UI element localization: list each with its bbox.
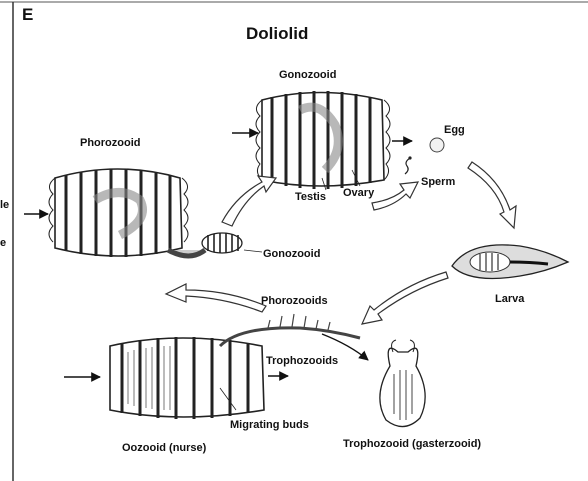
larva [452, 245, 568, 279]
label-ovary: Ovary [343, 187, 375, 199]
cycle-arrow-to-gonozooid [222, 176, 276, 226]
cycle-arrow-ovary-sperm [372, 182, 418, 210]
label-gonozooid-top: Gonozooid [279, 69, 336, 81]
phorozooid-barrel [49, 169, 188, 257]
panel-letter: E [22, 5, 33, 24]
label-testis: Testis [295, 191, 326, 203]
label-phorozooids: Phorozooids [261, 295, 328, 307]
label-migrating-buds: Migrating buds [230, 419, 309, 431]
side-fragment-1: le [0, 199, 9, 211]
label-phorozooid: Phorozooid [80, 137, 141, 149]
gonozooid-top-barrel [256, 91, 390, 189]
label-trophozooid-gasterzooid: Trophozooid (gasterzooid) [343, 438, 481, 450]
label-larva: Larva [495, 293, 525, 305]
egg-cell [430, 138, 444, 152]
label-egg: Egg [444, 124, 465, 136]
label-oozooid: Oozooid (nurse) [122, 442, 207, 454]
dorsal-spur [220, 328, 360, 346]
label-gonozooid-small: Gonozooid [263, 248, 320, 260]
trophozooid-gasterzooid [380, 340, 425, 427]
cycle-arrow-to-larva [468, 162, 516, 228]
gonozooid-small [202, 233, 242, 253]
cycle-arrow-to-phorozooid [166, 284, 266, 312]
oozooid-barrel [110, 337, 264, 419]
label-trophozooids: Trophozooids [266, 355, 338, 367]
sperm-squiggle [405, 158, 410, 174]
stolon [168, 250, 205, 256]
side-fragment-2: e [0, 237, 6, 249]
label-sperm: Sperm [421, 176, 455, 188]
diagram-title: Doliolid [246, 24, 308, 43]
cycle-arrow-to-oozooid [362, 272, 448, 324]
